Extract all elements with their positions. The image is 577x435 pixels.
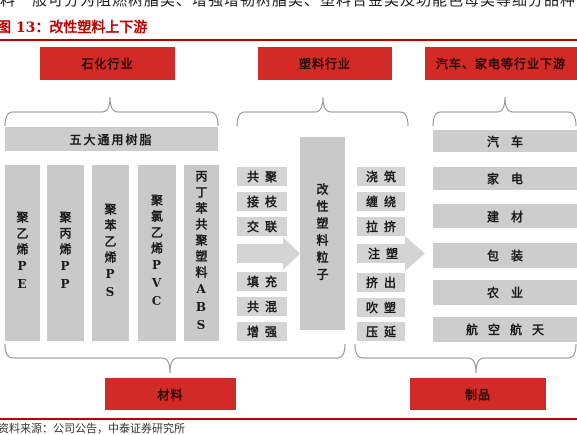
brace-plastics xyxy=(236,96,409,127)
modification-method-item: 增强 xyxy=(237,322,287,341)
processing-method-item-arrow: 注塑 xyxy=(367,247,404,261)
product-item: 建材 xyxy=(433,204,577,228)
figure-title: 图 13：改性塑料上下游 xyxy=(0,20,148,36)
modification-method-item: 共聚 xyxy=(237,167,287,186)
processing-method-item: 挤出 xyxy=(357,273,405,292)
materials-box: 材料 xyxy=(105,378,236,410)
resin-label: 丙丁苯共聚塑料ABS xyxy=(194,170,208,336)
modification-arrow xyxy=(237,237,300,270)
product-item: 农业 xyxy=(433,280,577,305)
brace-downstream xyxy=(432,96,577,127)
product-item: 航空航天 xyxy=(433,317,577,342)
source-divider xyxy=(0,418,577,420)
brace-products xyxy=(354,343,577,374)
resin-label: 聚乙烯PE xyxy=(15,211,29,295)
modification-method-item: 共混 xyxy=(237,297,287,316)
source-note: 资料来源：公司公告，中泰证券研究所 xyxy=(0,422,185,435)
resin-column-abs: 丙丁苯共聚塑料ABS xyxy=(184,165,219,341)
processing-method-item: 缠绕 xyxy=(357,192,405,211)
processing-method-item: 压延 xyxy=(357,322,405,341)
downstream-industry-box: 汽车、家电等行业下游 xyxy=(425,47,577,80)
resin-label: 聚苯乙烯PS xyxy=(103,203,117,303)
brace-petrochemical xyxy=(4,96,219,127)
petrochemical-industry-box: 石化行业 xyxy=(40,47,175,80)
intro-line-container: 料一般可分为阻燃树脂类、增强增韧树脂类、塑料合金类及功能色母类等细分品种 xyxy=(0,0,577,8)
processing-method-item: 拉挤 xyxy=(357,217,405,236)
processing-method-item: 浇筑 xyxy=(357,167,405,186)
processing-method-item: 吹塑 xyxy=(357,298,405,317)
modification-method-item: 交联 xyxy=(237,217,287,236)
modified-pellets-label: 改性塑料粒子 xyxy=(315,182,329,285)
products-box: 制品 xyxy=(410,378,546,410)
resin-label: 聚丙烯PP xyxy=(58,211,72,295)
brace-materials xyxy=(4,343,346,374)
resin-column-pe: 聚乙烯PE xyxy=(5,165,40,341)
product-item: 汽车 xyxy=(433,130,577,152)
resin-label: 聚氯乙烯PVC xyxy=(149,194,164,312)
product-item: 包装 xyxy=(433,243,577,268)
resin-column-pvc: 聚氯乙烯PVC xyxy=(138,165,176,341)
general-resins-title: 五大通用树脂 xyxy=(5,127,218,151)
resin-column-pp: 聚丙烯PP xyxy=(47,165,84,341)
title-divider xyxy=(0,39,577,41)
injection-molding-arrow xyxy=(357,236,425,271)
resin-column-ps: 聚苯乙烯PS xyxy=(92,165,129,341)
modified-pellets-box: 改性塑料粒子 xyxy=(300,137,345,330)
plastics-industry-box: 塑料行业 xyxy=(258,47,392,80)
intro-line: 料一般可分为阻燃树脂类、增强增韧树脂类、塑料合金类及功能色母类等细分品种 xyxy=(0,0,577,8)
product-item: 家电 xyxy=(433,167,577,190)
modification-method-item: 填充 xyxy=(237,272,287,291)
modification-method-item: 接枝 xyxy=(237,192,287,211)
